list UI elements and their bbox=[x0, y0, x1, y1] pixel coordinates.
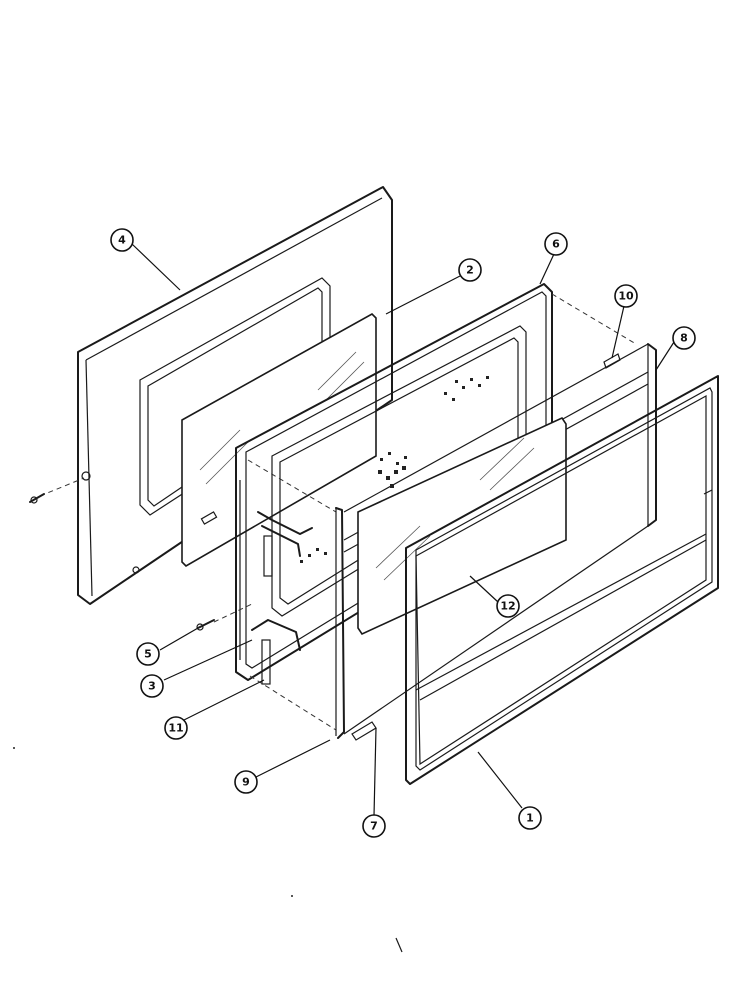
screw-left bbox=[29, 493, 45, 504]
svg-text:1: 1 bbox=[526, 812, 534, 825]
scan-marks bbox=[13, 747, 403, 953]
svg-text:2: 2 bbox=[466, 264, 474, 277]
leader-lines bbox=[131, 243, 675, 817]
callout-10: 10 bbox=[614, 284, 638, 308]
assembly-guide-lines bbox=[39, 293, 637, 731]
callout-7: 7 bbox=[362, 814, 386, 838]
callout-11: 11 bbox=[164, 716, 188, 740]
svg-text:12: 12 bbox=[500, 600, 515, 613]
callout-4: 4 bbox=[110, 228, 134, 252]
callout-3: 3 bbox=[140, 674, 164, 698]
callout-6: 6 bbox=[544, 232, 568, 256]
screw-5 bbox=[196, 619, 215, 631]
front-door-frame bbox=[405, 375, 719, 785]
callout-8: 8 bbox=[672, 326, 696, 350]
callout-5: 5 bbox=[136, 642, 160, 666]
callout-2: 2 bbox=[458, 258, 482, 282]
bottom-clip bbox=[351, 721, 377, 741]
callout-1: 1 bbox=[518, 806, 542, 830]
callout-9: 9 bbox=[234, 770, 258, 794]
callout-12: 12 bbox=[496, 594, 520, 618]
svg-text:11: 11 bbox=[168, 722, 183, 735]
svg-text:5: 5 bbox=[144, 648, 152, 661]
window-glass bbox=[357, 416, 567, 636]
hinge-assembly bbox=[239, 480, 313, 685]
svg-text:6: 6 bbox=[552, 238, 560, 251]
svg-text:8: 8 bbox=[680, 332, 688, 345]
inner-glass-panel bbox=[181, 313, 377, 568]
svg-text:7: 7 bbox=[370, 820, 378, 833]
svg-text:3: 3 bbox=[148, 680, 156, 693]
svg-text:4: 4 bbox=[118, 234, 126, 247]
top-clip bbox=[603, 353, 621, 369]
svg-text:10: 10 bbox=[618, 290, 634, 303]
svg-text:9: 9 bbox=[242, 776, 250, 789]
